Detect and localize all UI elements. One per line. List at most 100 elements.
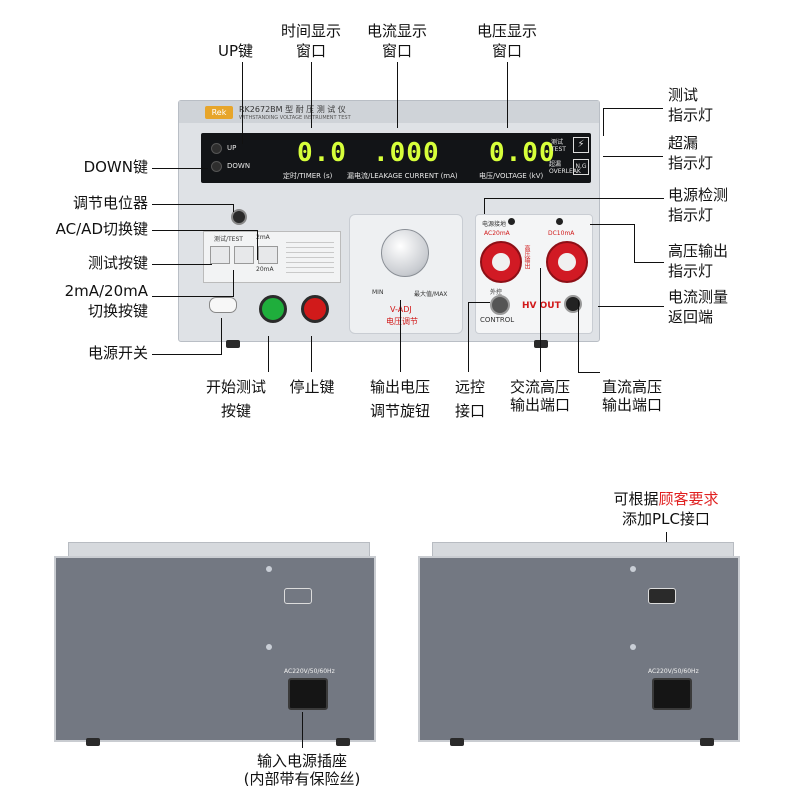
socket-label-left: AC220V/50/60Hz [284, 668, 335, 675]
up-led [211, 143, 222, 154]
ac-label: AC20mA [484, 230, 510, 237]
screw [266, 644, 272, 650]
power-socket-left[interactable] [288, 678, 328, 710]
knob-max-label: 最大值/MAX [414, 291, 448, 298]
callout-voltage-display-2: 窗口 [491, 42, 522, 60]
front-foot-right [534, 340, 548, 348]
hv-out-label: HV OUT [522, 301, 561, 311]
callout-current-display-1: 电流显示 [366, 22, 427, 40]
rear-right-foot-1 [450, 738, 464, 746]
start-button[interactable] [259, 295, 287, 323]
range-label-20ma: 20mA [256, 266, 274, 273]
test-switch-label: 测试/TEST [214, 236, 243, 243]
model-name: RK2672BM 型 耐 压 测 试 仪 [239, 105, 346, 114]
rear-left-foot-1 [86, 738, 100, 746]
ng-indicator-light: N.G [573, 159, 589, 175]
brand-logo: Rek [205, 106, 233, 119]
callout-hv-output-1: 高压输出 [668, 242, 729, 260]
remote-control-port[interactable] [490, 295, 510, 315]
rear-panel-right: AC220V/50/60Hz [418, 556, 740, 742]
plc-port-right[interactable] [648, 588, 676, 604]
up-button[interactable]: UP [227, 144, 237, 152]
callout-test-indicator-2: 指示灯 [668, 106, 714, 124]
callout-overleak-indicator-2: 指示灯 [668, 154, 714, 172]
callout-start-test-2: 按键 [220, 402, 251, 420]
callout-remote-port-1: 远控 [454, 378, 485, 396]
rear-panel-left: AC220V/50/60Hz [54, 556, 376, 742]
dc-output-jack[interactable] [546, 241, 588, 283]
callout-power-switch: 电源开关 [87, 344, 148, 362]
rear-right-lid [432, 542, 734, 557]
current-return-terminal[interactable] [564, 295, 582, 313]
callout-start-test-1: 开始测试 [205, 378, 266, 396]
callout-dc-output-2: 输出端口 [601, 396, 662, 414]
callout-test-button: 测试按键 [87, 254, 148, 272]
hv-output-led [556, 218, 563, 225]
dc-label: DC10mA [548, 230, 575, 237]
rear-right-foot-2 [700, 738, 714, 746]
power-detect-label: 电源接地 [482, 221, 507, 228]
callout-power-detect-1: 电源检测 [668, 186, 729, 204]
front-top-strip: Rek RK2672BM 型 耐 压 测 试 仪 [179, 101, 599, 123]
callout-ac-output-2: 输出端口 [509, 396, 570, 414]
stop-button[interactable] [301, 295, 329, 323]
test-indicator-light: ⚡ [573, 137, 589, 153]
socket-label-right: AC220V/50/60Hz [648, 668, 699, 675]
callout-current-return-1: 电流测量 [668, 288, 729, 306]
plc-note-line2: 添加PLC接口 [622, 510, 710, 528]
power-socket-right[interactable] [652, 678, 692, 710]
plc-note-prefix: 可根据 [613, 490, 659, 508]
callout-voltage-knob-1: 输出电压 [369, 378, 430, 396]
callout-hv-output-2: 指示灯 [668, 262, 714, 280]
knob-min-label: MIN [372, 289, 384, 296]
callout-range-switch-2: 切换按键 [87, 302, 148, 320]
model-subtitle: WITHSTANDING VOLTAGE INSTRUMENT TEST [239, 115, 351, 121]
callout-remote-port-2: 接口 [454, 402, 485, 420]
callout-overleak-indicator-1: 超漏 [668, 134, 699, 152]
current-display: .000 [373, 138, 440, 168]
screw [630, 566, 636, 572]
callout-power-socket-2: (内部带有保险丝) [243, 770, 361, 788]
test-indicator-label: 测试 TEST [551, 139, 566, 153]
callout-range-switch-1: 2mA/20mA [64, 282, 148, 300]
hv-warning-label: 高压输出 [523, 245, 530, 269]
vadj-cn-label: 电压调节 [386, 317, 418, 326]
callout-test-indicator-1: 测试 [668, 86, 699, 104]
voltage-caption: 电压/VOLTAGE (kV) [479, 172, 544, 180]
callout-down-key: DOWN键 [83, 158, 148, 176]
callout-current-display-2: 窗口 [381, 42, 412, 60]
front-foot-left [226, 340, 240, 348]
remote-label: 外控 [490, 289, 503, 296]
screw [266, 566, 272, 572]
switch-panel: 测试/TEST 2mA 20mA [203, 231, 341, 283]
callout-dc-output-1: 直流高压 [601, 378, 662, 396]
dc-jack-center [558, 253, 576, 271]
potentiometer[interactable] [231, 209, 247, 225]
callout-voltage-display-1: 电压显示 [476, 22, 537, 40]
rear-left-lid [68, 542, 370, 557]
knob-panel: MIN 最大值/MAX V-ADJ 电压调节 [349, 214, 463, 334]
callout-ac-output-1: 交流高压 [509, 378, 570, 396]
timer-display: 0.0 [297, 138, 347, 168]
callout-potentiometer: 调节电位器 [72, 194, 148, 212]
voltage-knob[interactable] [381, 229, 429, 277]
voltage-display: 0.00 [489, 138, 556, 168]
ac-output-jack[interactable] [480, 241, 522, 283]
acdc-switch[interactable] [234, 246, 254, 264]
range-switch[interactable] [258, 246, 278, 264]
test-switch[interactable] [210, 246, 230, 264]
callout-voltage-knob-2: 调节旋钮 [369, 402, 430, 420]
callout-power-socket-1: 输入电源插座 [256, 752, 347, 770]
screw [630, 644, 636, 650]
hv-panel: 电源接地 AC20mA DC10mA 高压输出 外控 CONTROL HV OU… [475, 214, 593, 334]
ac-jack-center [492, 253, 510, 271]
rear-left-foot-2 [336, 738, 350, 746]
callout-power-detect-2: 指示灯 [668, 206, 714, 224]
power-detect-led [508, 218, 515, 225]
power-switch[interactable] [209, 297, 237, 313]
range-label-2ma: 2mA [256, 234, 270, 241]
callout-up-key: UP键 [218, 42, 254, 60]
plc-note-highlight: 顾客要求 [658, 490, 719, 508]
overleak-indicator-label: 超漏 OVERLEAK [549, 161, 581, 175]
down-button[interactable]: DOWN [227, 162, 251, 170]
